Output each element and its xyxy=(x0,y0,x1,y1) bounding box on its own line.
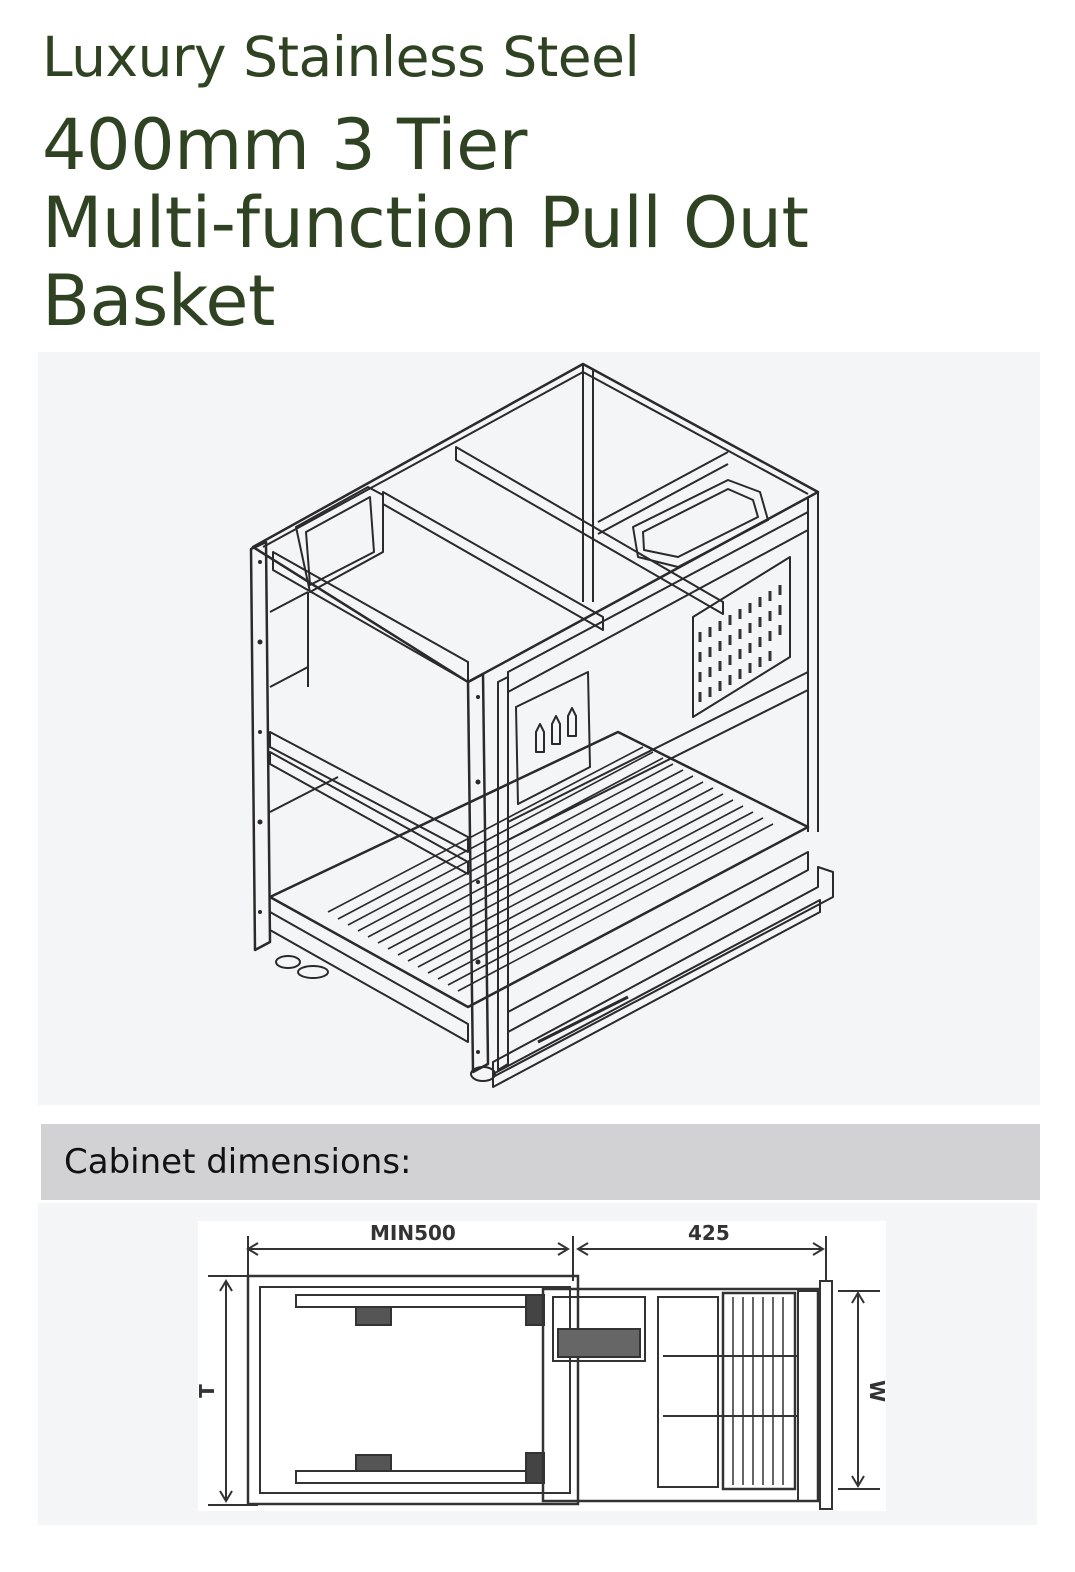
title-block: Luxury Stainless Steel 400mm 3 Tier Mult… xyxy=(42,22,1042,340)
product-subtitle: Luxury Stainless Steel xyxy=(42,25,640,89)
dimension-depth-right: W xyxy=(865,1379,890,1403)
product-title: 400mm 3 Tier Multi-function Pull Out Bas… xyxy=(42,106,1042,340)
cabinet-dimensions-label: Cabinet dimensions: xyxy=(64,1142,412,1182)
title-line-2: Multi-function Pull Out xyxy=(42,182,809,264)
cabinet-dimensions-header: Cabinet dimensions: xyxy=(41,1124,1040,1200)
title-line-3: Basket xyxy=(42,260,275,342)
dimension-width-right: 425 xyxy=(688,1221,730,1245)
product-illustration-panel xyxy=(38,352,1040,1105)
basket-line-drawing xyxy=(249,362,834,1088)
dimensions-panel: MIN500 425 T W xyxy=(38,1203,1037,1525)
dimension-width-left: MIN500 xyxy=(370,1221,456,1245)
plan-view-lines xyxy=(208,1236,880,1510)
title-line-1: 400mm 3 Tier xyxy=(42,104,527,186)
dimension-depth-left: T xyxy=(194,1384,219,1398)
plan-view-drawing: MIN500 425 T W xyxy=(194,1221,890,1511)
